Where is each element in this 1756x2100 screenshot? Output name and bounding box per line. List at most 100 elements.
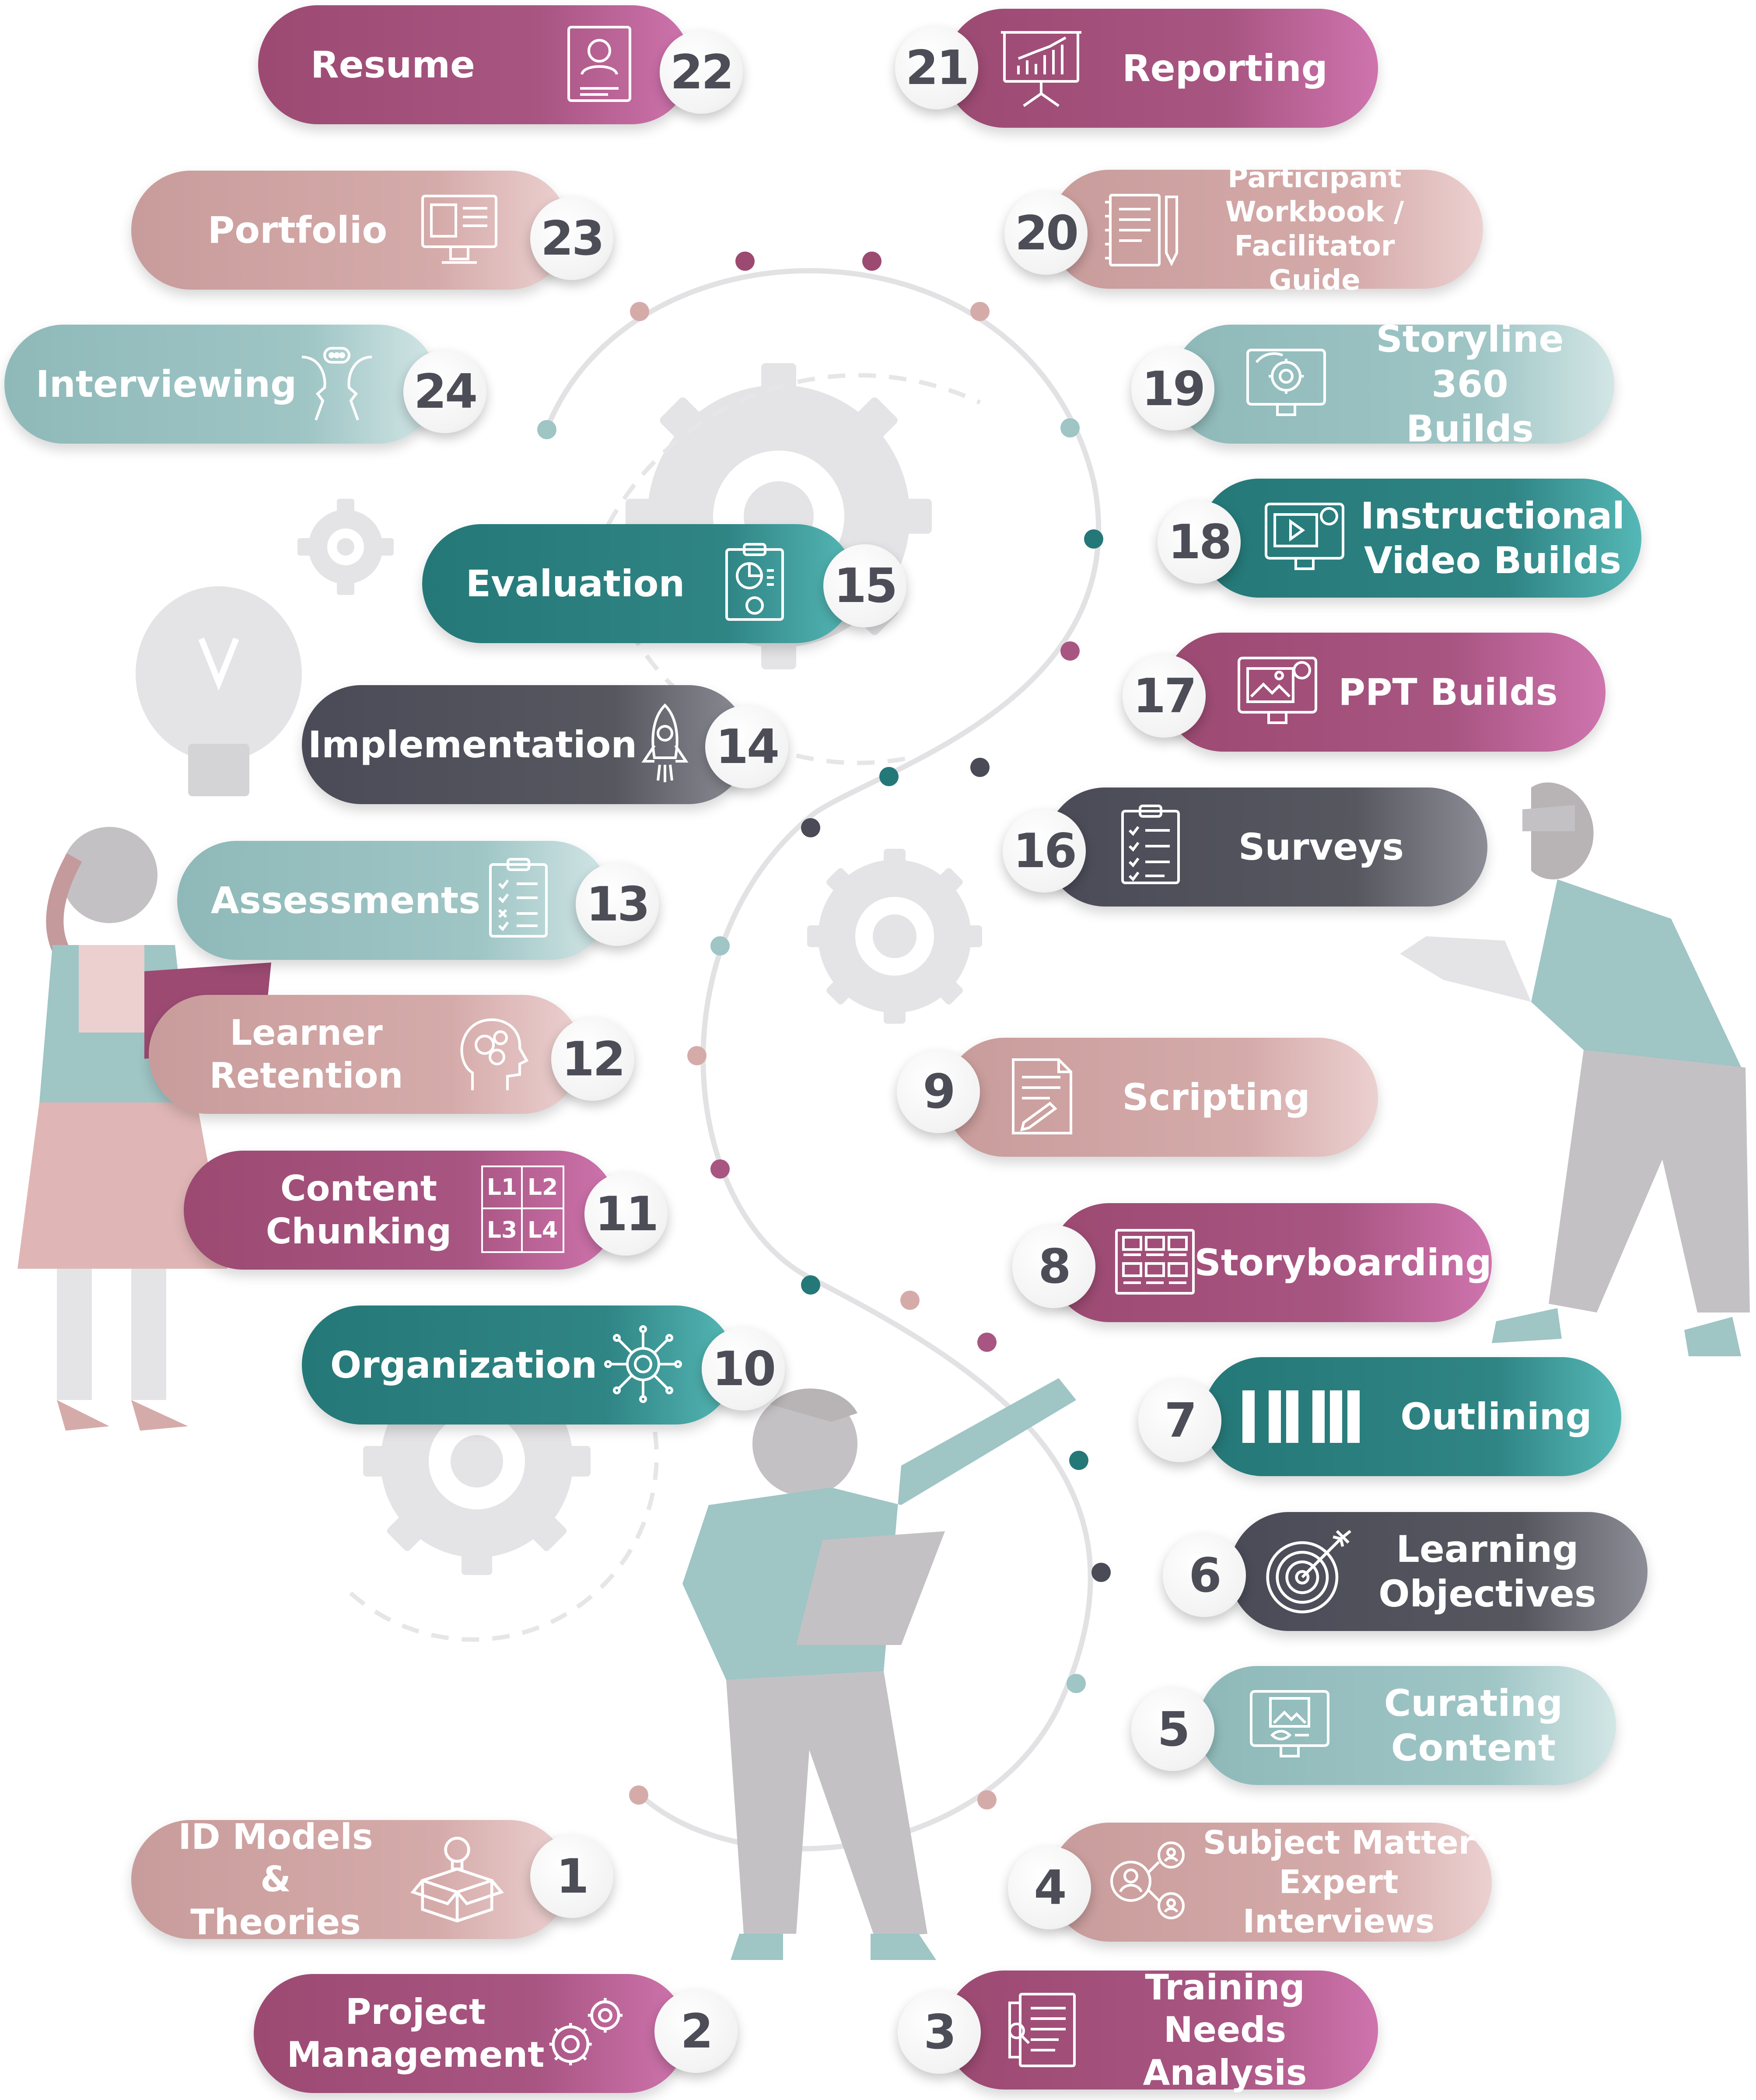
- step-11-number-badge: 11: [584, 1172, 668, 1256]
- step-3-training-needs-analysis[interactable]: Training Needs Analysis: [945, 1967, 1378, 2093]
- faces-conversation-icon: [293, 340, 381, 427]
- storyboard-grid-icon: [1102, 1218, 1207, 1306]
- presentation-chart-icon: [997, 24, 1085, 111]
- step-10-number-badge: 10: [702, 1327, 785, 1410]
- step-19-storyline-360-builds[interactable]: Storyline 360 Builds: [1172, 318, 1614, 451]
- step-label: Storyline 360 Builds: [1376, 318, 1564, 451]
- step-12-learner-retention[interactable]: Learner Retention: [149, 995, 582, 1114]
- step-1-id-models-theories[interactable]: ID Models & Theories: [131, 1816, 569, 1942]
- man-center-illustration: [682, 1378, 1076, 1960]
- hub-network-icon: [599, 1320, 687, 1408]
- clipboard-checks-icon: [1107, 802, 1194, 890]
- bars-icon: [1242, 1390, 1382, 1443]
- resume-card-icon: [556, 20, 643, 108]
- step-11-content-chunking[interactable]: Content Chunking L1 L2 L3 L4: [184, 1151, 617, 1270]
- step-label: Learner Retention: [209, 1012, 403, 1096]
- gear-middle-icon: [807, 849, 982, 1024]
- paper-pencil-icon: [997, 1053, 1085, 1140]
- step-22-resume[interactable]: Resume: [258, 5, 691, 124]
- step-label: Project Management: [287, 1992, 545, 2075]
- step-17-number-badge: 17: [1123, 654, 1206, 738]
- step-3-number-badge: 3: [898, 1991, 981, 2074]
- step-14-implementation[interactable]: Implementation: [302, 685, 748, 804]
- lightbulb-illustration: [136, 586, 302, 796]
- step-label: Content Chunking: [266, 1168, 452, 1252]
- step-5-curating-content[interactable]: Curating Content: [1198, 1666, 1616, 1785]
- step-label: Organization: [330, 1343, 598, 1386]
- clipboard-chart-icon: [711, 539, 798, 626]
- step-12-number-badge: 12: [551, 1018, 634, 1101]
- step-label: Interviewing: [35, 362, 297, 406]
- step-label: Outlining: [1400, 1395, 1592, 1438]
- step-24-number-badge: 24: [403, 350, 486, 433]
- step-16-surveys[interactable]: Surveys: [1046, 788, 1487, 906]
- lightbulb-box-icon: [407, 1830, 507, 1927]
- step-label: Surveys: [1238, 825, 1404, 868]
- gear-small-icon: [297, 499, 394, 595]
- step-1-number-badge: 1: [530, 1835, 613, 1918]
- step-4-subject-matter-expert-interviews[interactable]: Subject Matter Expert Interviews: [1050, 1823, 1492, 1942]
- step-20-number-badge: 20: [1004, 192, 1088, 275]
- step-2-project-management[interactable]: Project Management: [254, 1974, 687, 2093]
- step-15-number-badge: 15: [823, 544, 906, 627]
- step-14-number-badge: 14: [705, 705, 788, 788]
- step-6-learning-objectives[interactable]: Learning Objectives: [1229, 1512, 1648, 1631]
- step-label: Storyboarding: [1194, 1241, 1492, 1284]
- step-label: Resume: [311, 43, 475, 86]
- step-label: ID Models & Theories: [178, 1816, 373, 1942]
- step-label: Participant Workbook / Facilitator Guide: [1225, 161, 1404, 297]
- grid-cell-l2: L2: [523, 1167, 563, 1209]
- checklist-icon: [475, 856, 562, 943]
- step-8-storyboarding[interactable]: Storyboarding: [1050, 1203, 1492, 1322]
- step-label: Training Needs Analysis: [1143, 1967, 1307, 2093]
- step-9-scripting[interactable]: Scripting: [945, 1038, 1378, 1157]
- step-17-ppt-builds[interactable]: PPT Builds: [1164, 633, 1606, 752]
- head-gears-icon: [446, 1010, 534, 1097]
- step-7-outlining[interactable]: Outlining: [1203, 1357, 1621, 1476]
- rocket-icon: [621, 700, 709, 788]
- step-4-number-badge: 4: [1008, 1846, 1091, 1929]
- step-13-number-badge: 13: [576, 863, 659, 946]
- step-7-number-badge: 7: [1138, 1379, 1221, 1462]
- man-right-illustration: [1400, 782, 1750, 1356]
- monitor-image-icon: [1237, 1681, 1342, 1768]
- monitor-slide-icon: [1225, 648, 1330, 735]
- step-21-number-badge: 21: [895, 26, 978, 109]
- step-label: Learning Objectives: [1378, 1527, 1596, 1615]
- step-2-number-badge: 2: [654, 1990, 738, 2073]
- step-18-number-badge: 18: [1158, 500, 1241, 584]
- notebook-pencil-icon: [1098, 185, 1186, 272]
- step-18-instructional-video-builds[interactable]: Instructional Video Builds: [1200, 479, 1641, 598]
- step-21-reporting[interactable]: Reporting: [945, 9, 1378, 128]
- step-label: Implementation: [308, 723, 637, 766]
- monitor-video-icon: [1252, 494, 1357, 581]
- step-19-number-badge: 19: [1131, 347, 1214, 430]
- level-grid-icon: L1 L2 L3 L4: [481, 1166, 564, 1253]
- monitor-gear-icon: [1234, 340, 1339, 427]
- monitor-portfolio-icon: [416, 186, 503, 273]
- step-24-interviewing[interactable]: Interviewing: [4, 325, 437, 444]
- step-label: Scripting: [1122, 1075, 1310, 1119]
- step-22-number-badge: 22: [660, 31, 743, 114]
- step-label: Evaluation: [465, 562, 685, 605]
- step-23-number-badge: 23: [530, 197, 613, 280]
- step-5-number-badge: 5: [1131, 1688, 1214, 1771]
- step-9-number-badge: 9: [897, 1050, 980, 1133]
- step-label: Reporting: [1122, 46, 1328, 90]
- grid-cell-l1: L1: [483, 1167, 523, 1209]
- step-6-number-badge: 6: [1163, 1534, 1246, 1617]
- grid-cell-l4: L4: [527, 1217, 558, 1243]
- step-label: Assessments: [210, 878, 481, 922]
- step-23-portfolio[interactable]: Portfolio: [131, 171, 569, 290]
- target-arrow-icon: [1256, 1523, 1361, 1620]
- gears-icon: [534, 1984, 634, 2081]
- step-label: Curating Content: [1384, 1681, 1563, 1769]
- step-15-evaluation[interactable]: Evaluation: [422, 524, 855, 643]
- step-16-number-badge: 16: [1003, 809, 1086, 892]
- step-20-participant-workbook[interactable]: Participant Workbook / Facilitator Guide: [1050, 161, 1483, 297]
- step-10-organization[interactable]: Organization: [302, 1306, 735, 1424]
- step-8-number-badge: 8: [1012, 1225, 1095, 1308]
- step-13-assessments[interactable]: Assessments: [177, 841, 610, 960]
- people-network-icon: [1098, 1838, 1199, 1925]
